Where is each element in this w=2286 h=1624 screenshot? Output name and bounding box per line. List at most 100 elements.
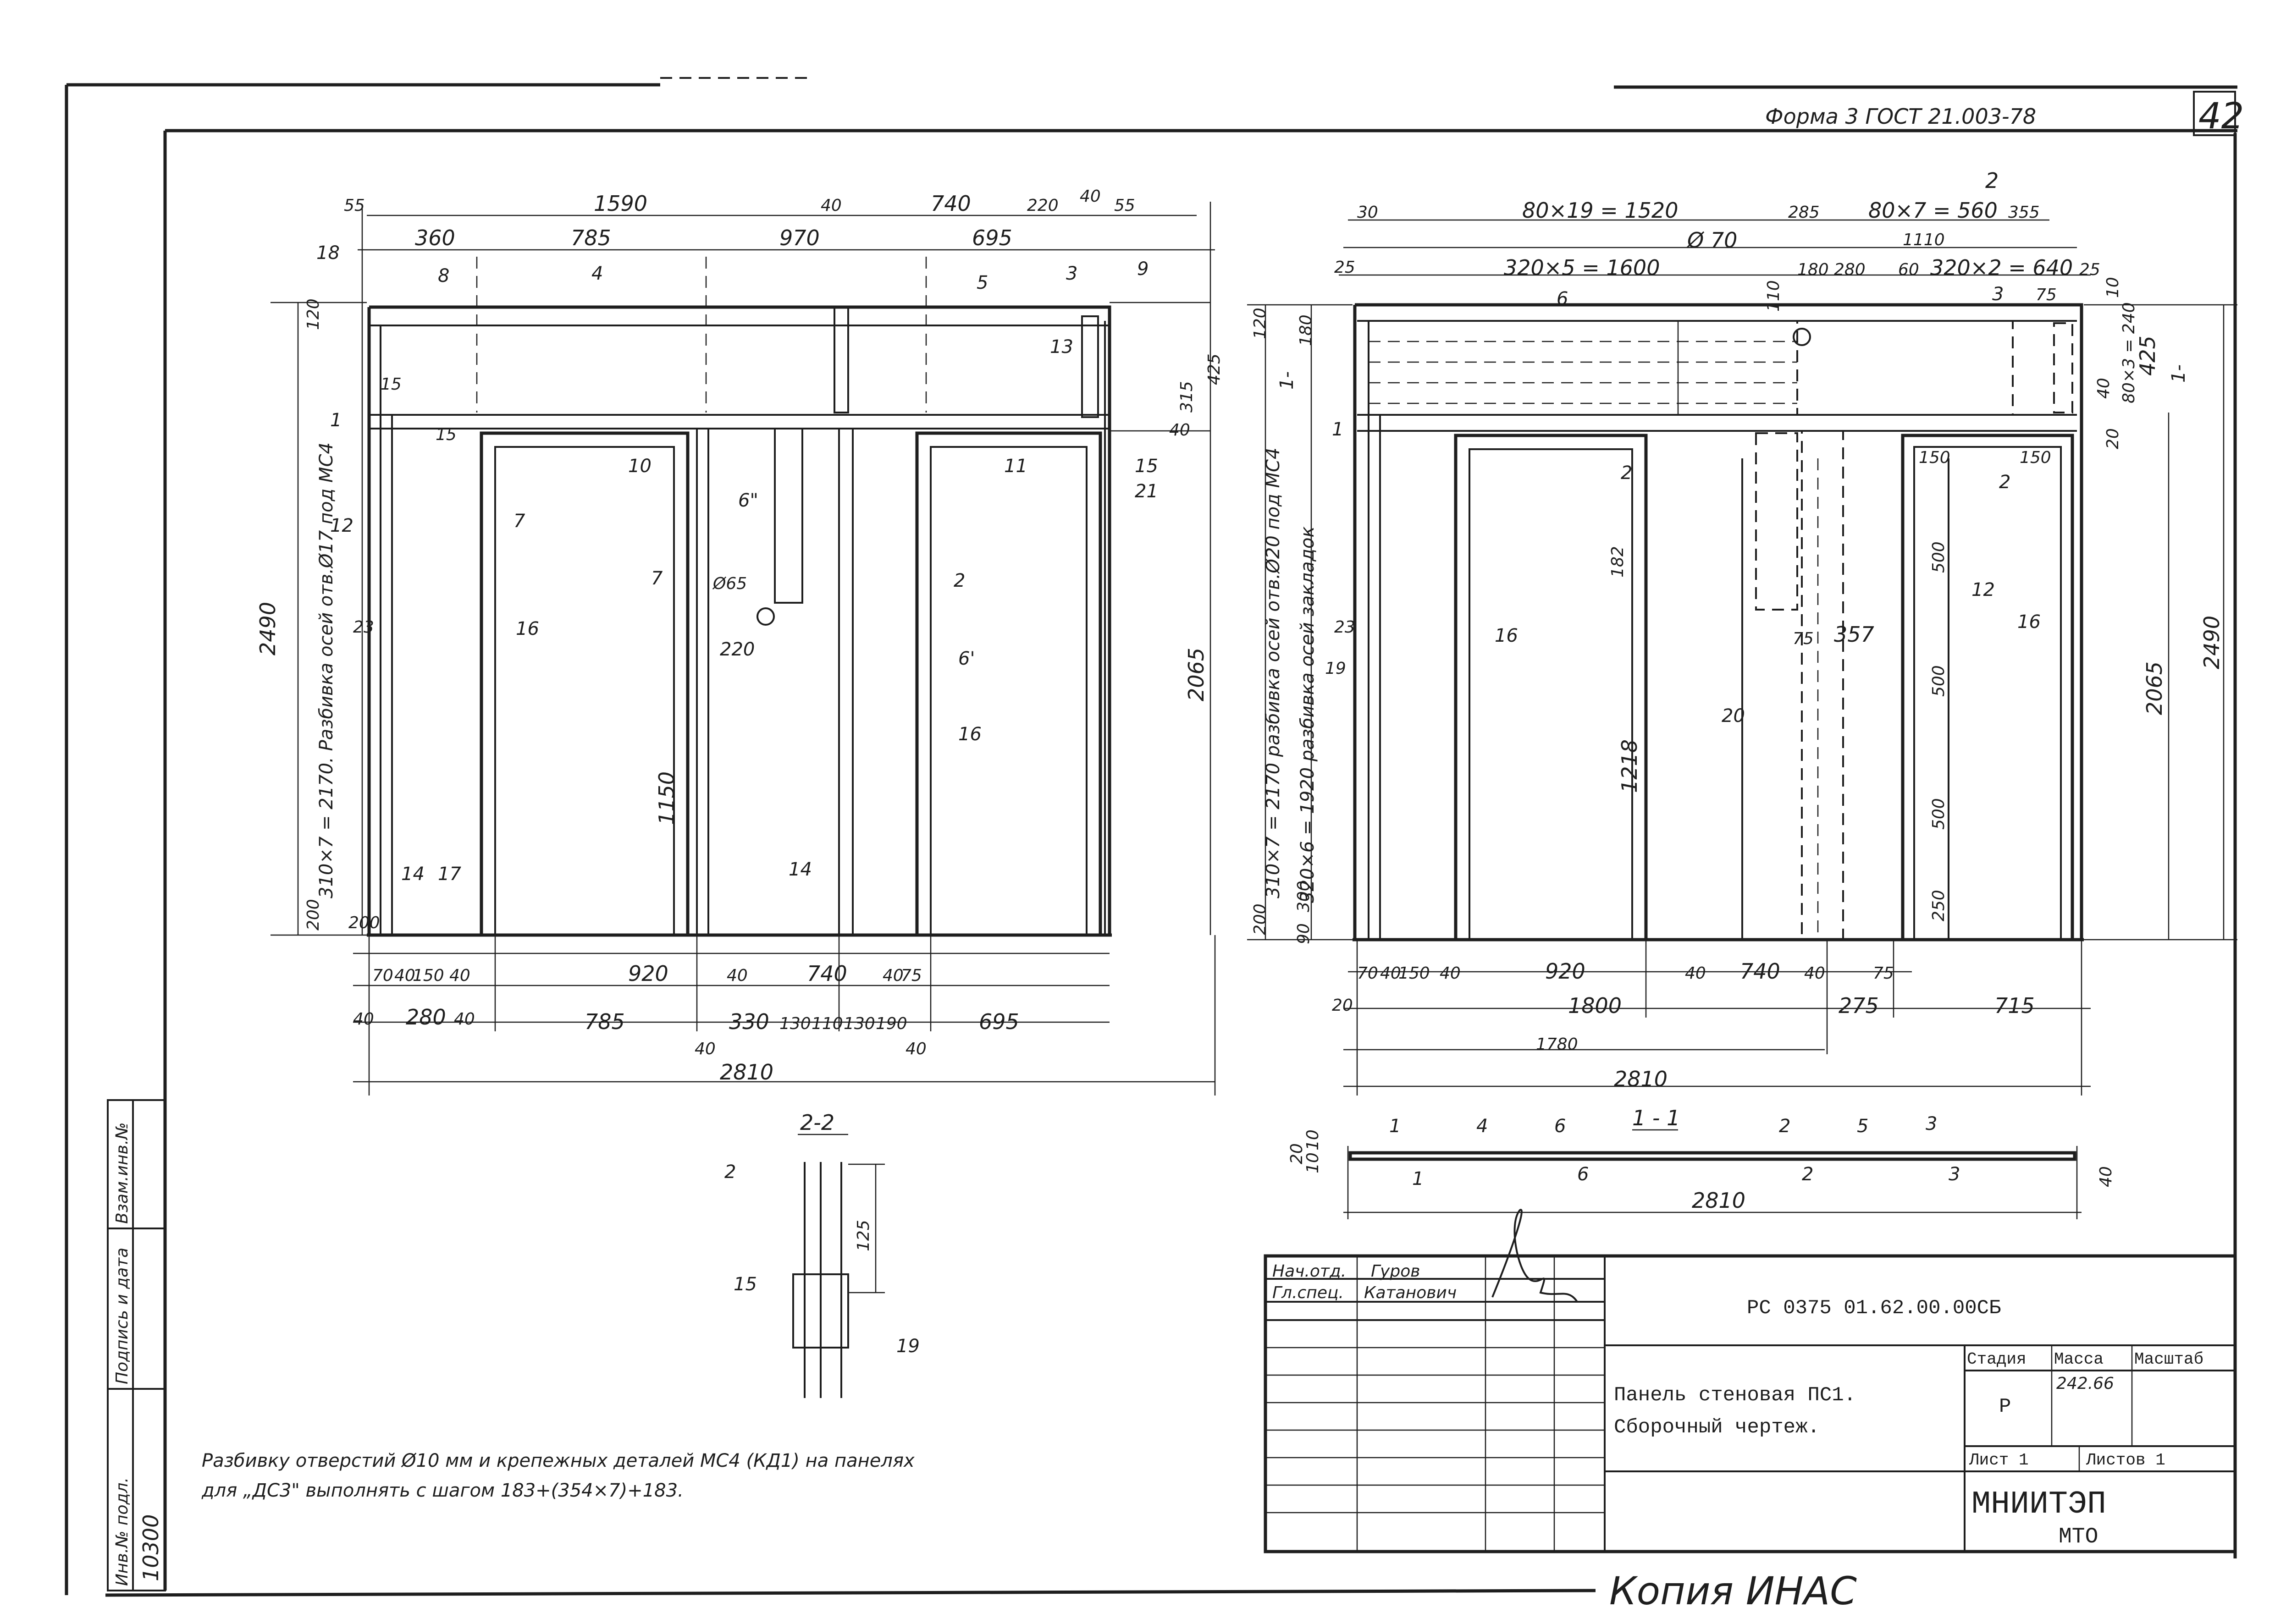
label-left_view-bottom_dims2-1: 280 [406,1005,446,1029]
left-vertical-note: 310×7 = 2170. Разбивка осей отв.Ø17 под … [316,442,337,898]
label-section_11-left_dims-0: 20 [1287,1143,1306,1164]
label-section_11-top_marks-2: 6 [1554,1116,1566,1137]
label-right_view-markers-21: 250 [1929,890,1948,921]
label-left_view-markers-13: 6" [738,490,758,511]
label-left_view-bottom_dims1-5: 40 [727,966,748,985]
signature [1491,1209,1578,1303]
label-right_view-bottom_dims1-5: 40 [1685,964,1706,983]
label-right_view-markers-24: 110 [1764,280,1783,312]
label-left_view-markers-17: 6' [958,648,975,669]
label-right_view-markers-22: 120 [1251,308,1270,339]
right-markers: 6 3 75 1 2 16 19 23 20 357 75 150 2 150 … [1251,277,2189,921]
label-left_view-top_dims2-2: 970 [779,226,820,250]
label-right_view-top_dims-1: 80×19 = 1520 [1522,198,1678,223]
label-left_view-markers-20: 11 [1004,456,1027,477]
section-2-2: 2-2 2 15 19 125 [724,1110,920,1398]
label-section_22-marks-0: 2 [724,1162,736,1183]
label-left_view-top_dims2-1: 785 [571,226,611,250]
label-right_view-markers-18: 500 [1929,541,1948,573]
label-left_view-top_dims-0: 55 [344,196,365,215]
label-right_view-markers-14: 12 [1971,579,1995,600]
label-left_view-markers-12: 7 [514,511,525,532]
label-left_view-markers-10: 23 [353,618,374,637]
label-left_view-top_dims-6: 55 [1114,196,1135,215]
title-line-2: Сборочный чертеж. [1614,1416,1820,1439]
label-right_view-top_dims3-1: 320×5 = 1600 [1504,255,1660,280]
label-left_view-overall: 2810 [720,1060,773,1085]
label-left_view-markers-34: 2065 [1184,648,1209,701]
label-left_view-markers-31: 40 [1169,421,1190,440]
label-left_view-bottom_dims2-11: 695 [979,1009,1019,1034]
label-right_view-markers-29: 1- [2168,364,2189,383]
label-right_view-markers-28: 1- [1276,371,1298,390]
label-left_view-top_dims-2: 40 [821,196,842,215]
label-left_view-bottom_dims2-7: 110 [812,1014,843,1033]
label-right_view-markers-9: 357 [1834,622,1874,647]
label-left_view-markers-23: 220 [720,639,755,660]
label-left_view-markers-22: 21 [1135,481,1158,502]
label-left_view-markers-5: 9 [1137,259,1149,280]
label-right_view-markers-2: 75 [2036,286,2057,304]
label-right_view-markers-23: 180 [1297,314,1315,346]
label-right_view-left_dims-2: 90 [1294,923,1313,944]
label-left_view-markers-16: 2 [954,570,965,591]
label-left_view-bottom_dims2-5: 330 [729,1009,769,1034]
label-right_view-markers-19: 500 [1929,665,1948,697]
label-side_stamp-handwritten: 10300 [138,1514,163,1581]
label-left_view-markers-25: 17 [438,864,461,885]
label-left_view-markers-27: 120 [304,298,323,330]
label-side_stamp-cells-1: Подпись и дата [113,1248,132,1384]
note-line-2: для „ДС3" выполнять с шагом 183+(354×7)+… [201,1480,684,1501]
label-left_view-markers-4: 3 [1066,263,1077,284]
label-right_view-markers-11: 150 [1919,448,1950,467]
label-left_view-markers-9: 12 [330,515,353,536]
label-right_view-top_dims3-0: 25 [1334,258,1355,277]
label-right_view-bottom_dims1-0: 70 [1357,964,1378,983]
label-left_view-top_dims-5: 40 [1080,187,1101,206]
label-right_view-bottom_dims1-8: 75 [1873,964,1894,983]
label-right_view-markers-5: 16 [1495,625,1518,646]
label-left_view-markers-7: 15 [381,375,402,394]
label-right_view-bottom_dims2-3: 715 [1994,993,2035,1018]
label-left_view-markers-2: 4 [591,263,603,284]
label-left_view-markers-32: 15 [436,425,457,444]
label-right_view-markers-12: 2 [1999,472,2010,493]
label-left_view-bottom_dims2-4: 40 [695,1040,716,1058]
label-left_view-markers-36: 200 [348,914,380,932]
label-right_view-top_dims3-4: 60 [1898,260,1919,279]
label-right_view-markers-1: 3 [1992,284,2004,305]
label-left_view-markers-26: 14 [789,859,812,880]
label-right_view-top_dims-0: 30 [1357,203,1378,222]
label-right_view-top_dims-4: 355 [2008,203,2040,222]
left-dims-bottom: 70 40 150 40 920 40 740 40 75 40 280 40 … [353,961,1019,1085]
label-left_view-markers-14: Ø65 [712,574,747,593]
label-right_view-top_dims2-0: Ø 70 [1686,228,1737,253]
label-right_view-markers-4: 2 [1621,462,1632,484]
label-section_22-dim: 125 [854,1220,873,1251]
label-right_view-markers-13: 150 [2020,448,2051,467]
label-left_view-markers-8: 1 [330,410,342,431]
label-section_11-top_marks-4: 5 [1857,1116,1868,1137]
label-section_11-top_marks-0: 1 [1389,1116,1401,1137]
bottom-handwriting: Копия ИНАС [1609,1569,1857,1613]
label-right_view-markers-26: 20 [2104,428,2122,449]
label-title_block-stage: Р [1999,1395,2011,1418]
label-section_22-title: 2-2 [800,1110,834,1135]
label-right_view-top_dims-3: 80×7 = 560 [1868,198,1998,223]
label-left_view-bottom_dims1-3: 40 [449,966,470,985]
label-right_view-left_dims-0: 300 [1294,881,1313,912]
label-left_view-markers-11: 10 [628,456,652,477]
label-left_view-markers-33: 1150 [654,771,679,825]
label-left_view-markers-29: 315 [1177,381,1196,413]
label-section_11-overall: 2810 [1692,1188,1745,1213]
title-line-1: Панель стеновая ПС1. [1614,1384,1856,1407]
right-dims-side: 80×3 = 240 425 2065 2490 300 200 90 [1251,302,2224,944]
label-left_view-top_dims-3: 740 [931,191,971,216]
right-view [1247,219,2237,1096]
label-left_view-top_dims-1: 1590 [594,191,647,216]
label-title_block-rows-1-name: Катанович [1364,1283,1457,1302]
label-right_view-markers-3: 1 [1332,419,1343,440]
label-right_view-bottom_dims1-6: 740 [1740,959,1780,984]
label-left_view-bottom_dims2-6: 130 [779,1014,811,1033]
